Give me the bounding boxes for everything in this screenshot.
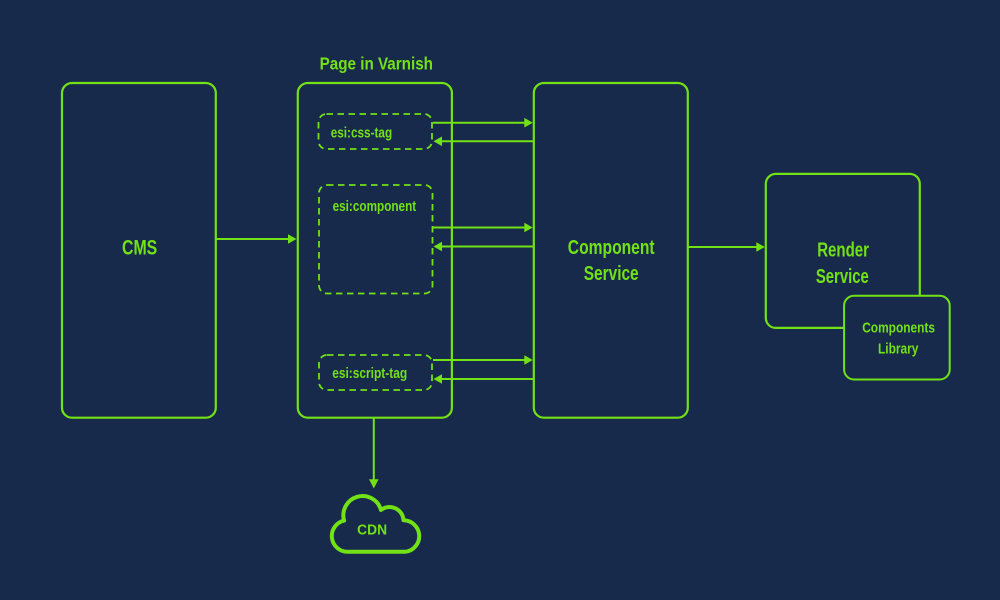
- svg-text:CMS: CMS: [122, 236, 157, 260]
- svg-text:CDN: CDN: [357, 522, 387, 539]
- svg-text:Service: Service: [584, 262, 639, 285]
- svg-text:esi:script-tag: esi:script-tag: [332, 365, 407, 382]
- svg-text:Library: Library: [878, 340, 919, 356]
- svg-text:esi:component: esi:component: [333, 197, 417, 214]
- svg-text:Page in Varnish: Page in Varnish: [320, 53, 433, 74]
- svg-text:Component: Component: [568, 235, 655, 259]
- svg-text:Service: Service: [816, 265, 869, 288]
- svg-text:Components: Components: [862, 319, 935, 335]
- svg-text:esi:css-tag: esi:css-tag: [331, 124, 392, 141]
- svg-text:Render: Render: [817, 239, 869, 262]
